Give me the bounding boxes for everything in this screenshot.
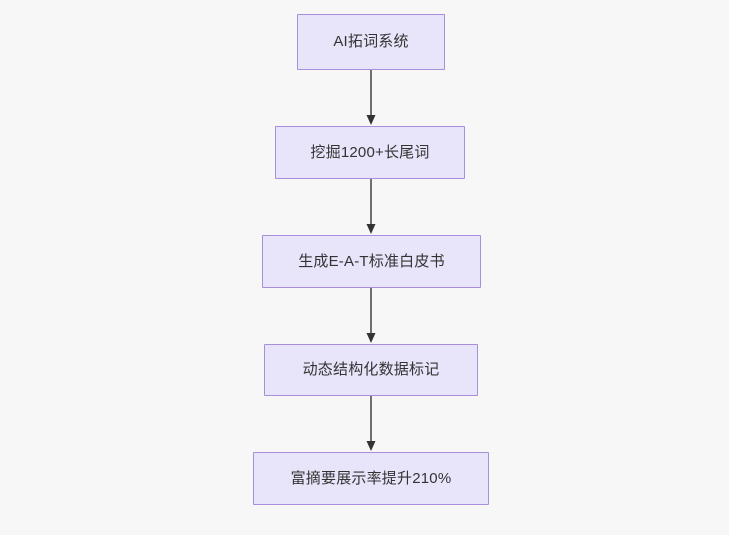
flowchart-node-ai-keyword-system[interactable]: AI拓词系统 [297,14,445,70]
node-label: 富摘要展示率提升210% [290,469,452,487]
node-label: 动态结构化数据标记 [302,361,440,378]
node-label: 生成E-A-T标准白皮书 [298,252,445,270]
flowchart-node-mine-longtail-keywords[interactable]: 挖掘1200+长尾词 [275,126,465,179]
node-label: 挖掘1200+长尾词 [310,143,430,161]
flowchart-node-dynamic-structured-data-markup[interactable]: 动态结构化数据标记 [264,344,478,396]
flowchart-node-rich-snippet-impression-uplift[interactable]: 富摘要展示率提升210% [253,452,489,505]
node-label: AI拓词系统 [333,33,409,50]
flowchart-node-generate-eat-whitepaper[interactable]: 生成E-A-T标准白皮书 [262,235,481,288]
